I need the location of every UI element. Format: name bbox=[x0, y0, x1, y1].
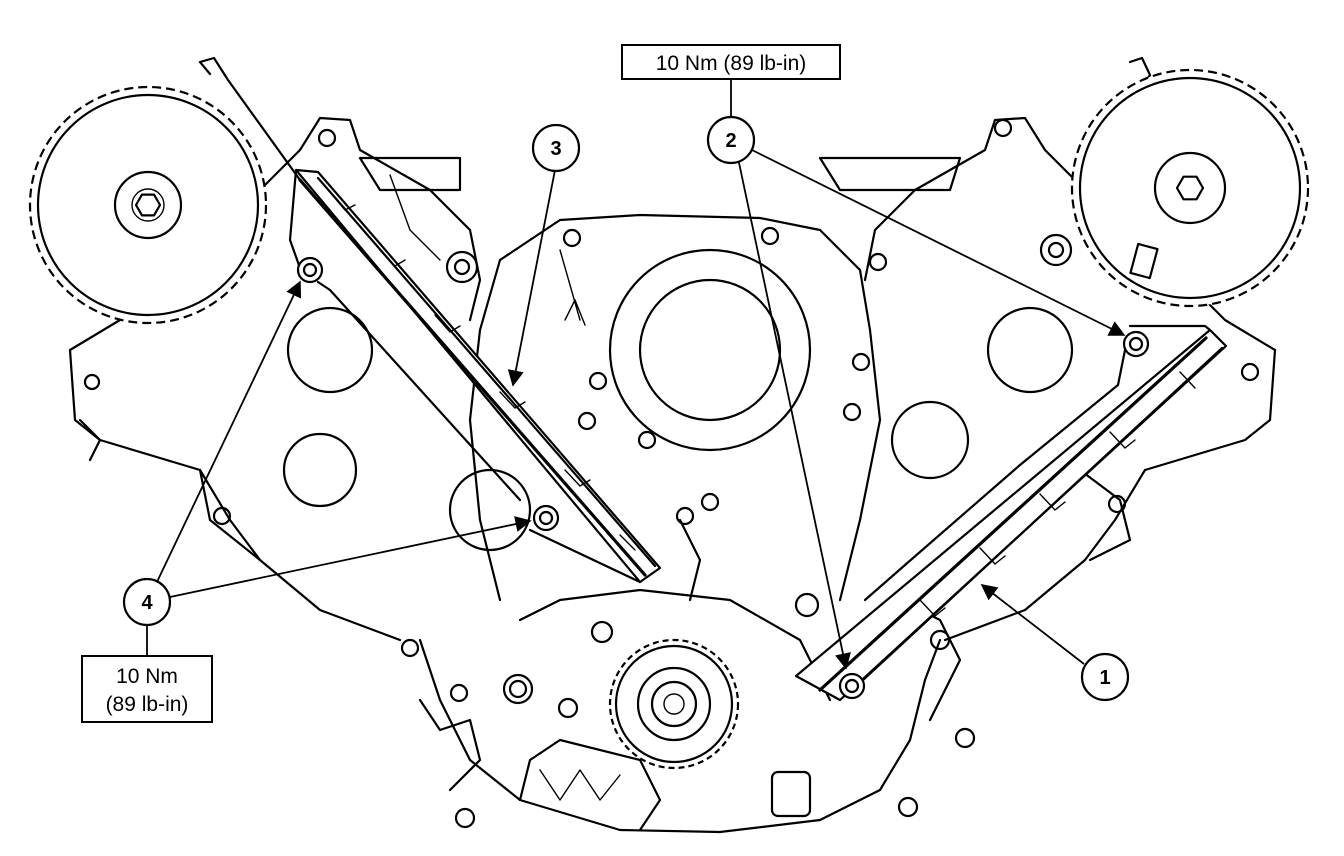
callout-1: 1 bbox=[1080, 652, 1130, 702]
callout-4: 4 bbox=[122, 577, 172, 627]
torque-spec-lower-line1: 10 Nm bbox=[116, 665, 178, 688]
callout-4-label: 4 bbox=[141, 592, 153, 614]
callout-3-label: 3 bbox=[550, 138, 561, 160]
bolt-holes bbox=[83, 118, 1260, 829]
guide-bolts bbox=[296, 256, 1150, 700]
leader-lines bbox=[146, 79, 1126, 670]
callout-1-label: 1 bbox=[1099, 667, 1110, 689]
callout-2-label: 2 bbox=[725, 130, 736, 152]
callout-2: 2 bbox=[706, 115, 756, 165]
left-timing-chain-guide bbox=[288, 168, 662, 584]
torque-spec-lower-line2: (89 lb-in) bbox=[106, 693, 189, 716]
right-camshaft-sprocket bbox=[1070, 68, 1310, 308]
left-camshaft-sprocket bbox=[28, 85, 268, 325]
left-chain-tensioner-arm bbox=[316, 280, 642, 584]
torque-spec-upper-text: 10 Nm (89 lb-in) bbox=[656, 52, 807, 75]
right-timing-chain-guide bbox=[794, 324, 1228, 702]
crankshaft-sprocket bbox=[608, 638, 740, 770]
callout-3: 3 bbox=[531, 123, 581, 173]
torque-spec-upper: 10 Nm (89 lb-in) bbox=[621, 44, 841, 80]
torque-spec-lower: 10 Nm (89 lb-in) bbox=[81, 655, 213, 723]
